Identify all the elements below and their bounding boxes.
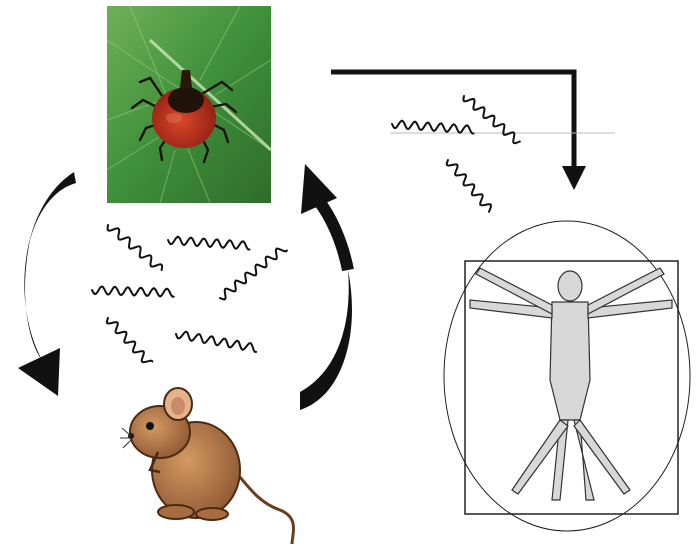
spirochete-icon bbox=[108, 225, 163, 270]
spirochete-icon bbox=[92, 286, 174, 296]
spirochete-icon bbox=[168, 237, 250, 250]
spirochete-icon bbox=[464, 96, 520, 143]
curved-arrow-mouse-to-tick bbox=[300, 164, 352, 410]
spirochete-icon bbox=[107, 318, 152, 362]
spirochete-icon bbox=[220, 249, 287, 300]
spirochete-icon bbox=[176, 332, 256, 352]
mouse-illustration bbox=[120, 388, 294, 544]
tick-on-leaf-photo bbox=[107, 6, 271, 203]
spirochete-icon bbox=[447, 160, 491, 212]
curved-arrow-tick-to-mouse bbox=[18, 172, 76, 396]
vitruvian-man-drawing bbox=[444, 221, 690, 531]
spirochete-icon bbox=[392, 121, 474, 134]
